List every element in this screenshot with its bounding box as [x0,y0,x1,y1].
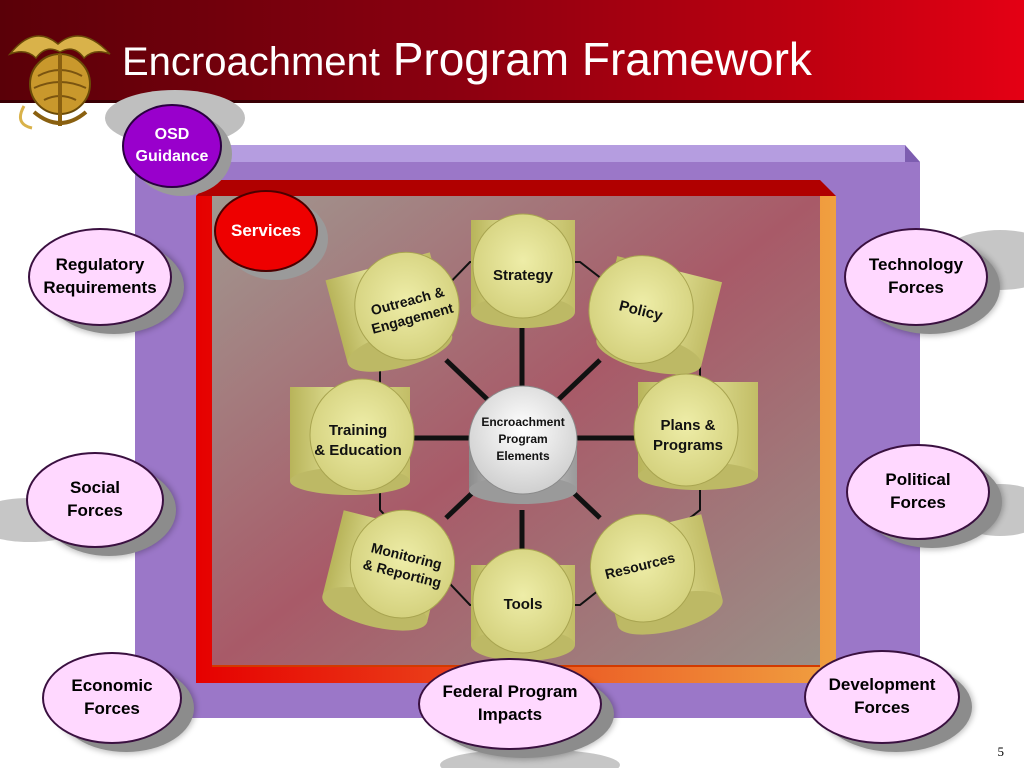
federal-program-impacts-node: Federal Program Impacts [418,658,602,750]
element-label-plans: Plans &Programs [653,417,723,454]
page-number: 5 [997,744,1005,759]
element-label-strategy: Strategy [493,267,554,284]
element-monitoring-reporting: Monitoring& Reporting [322,509,456,631]
element-outreach-engagement: Outreach &Engagement [325,251,460,372]
regulatory-requirements-label: Regulatory Requirements [43,255,157,297]
element-training-education: Training& Education [290,378,415,495]
social-forces-node: Social Forces [26,452,164,548]
element-strategy: Strategy [471,213,575,328]
political-forces-label: Political Forces [885,470,951,512]
political-forces-node: Political Forces [846,444,990,540]
title-bar [0,0,1024,103]
backdrop-ellipse-bottom [440,749,620,768]
element-label-tools: Tools [504,596,543,613]
economic-forces-node: Economic Forces [42,652,182,744]
technology-forces-label: Technology Forces [868,255,964,297]
title-rest: Program Framework [392,33,812,85]
federal-program-impacts-label: Federal Program Impacts [442,682,578,724]
title-word-encroachment: Encroachment [122,40,380,84]
element-plans-programs: Plans &Programs [633,373,758,490]
slide-title: Encroachment Program Framework [122,36,812,82]
element-label-training: Training& Education [314,422,402,459]
services-node: Services [214,190,318,272]
social-forces-label: Social Forces [67,478,123,520]
services-label: Services [231,221,301,240]
regulatory-requirements-node: Regulatory Requirements [28,228,172,326]
element-tools: Tools [471,548,575,661]
element-policy: Policy [588,255,723,375]
economic-forces-label: Economic Forces [71,676,153,718]
development-forces-label: Development Forces [828,675,936,717]
osd-guidance-label: OSD Guidance [135,126,209,165]
osd-guidance-node: OSD Guidance [122,104,222,188]
technology-forces-node: Technology Forces [844,228,988,326]
development-forces-node: Development Forces [804,650,960,744]
eagle-globe-anchor-emblem [7,35,111,130]
element-resources: Resources [589,513,723,635]
